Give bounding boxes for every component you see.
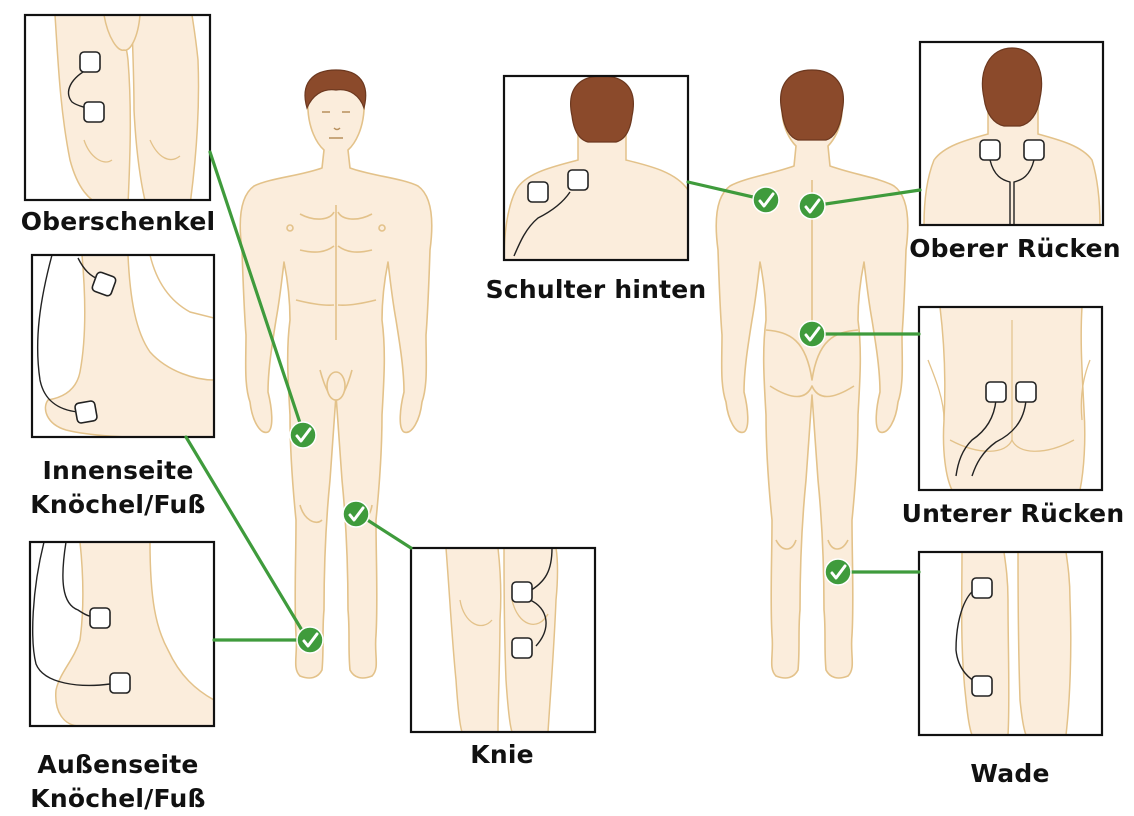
electrode-pad-icon — [1024, 140, 1044, 160]
label-knie: Knie — [402, 738, 602, 772]
checkmark-icon — [290, 422, 316, 448]
label-oberer-ruecken: Oberer Rücken — [900, 232, 1130, 266]
checkmark-icon — [799, 321, 825, 347]
inset-unterer-ruecken — [919, 307, 1102, 490]
label-aussenseite-line1: Außenseite — [8, 748, 228, 782]
label-aussenseite-line2: Knöchel/Fuß — [8, 782, 228, 816]
electrode-pad-icon — [1016, 382, 1036, 402]
label-oberschenkel: Oberschenkel — [8, 205, 228, 239]
label-aussenseite-knoechel: Außenseite Knöchel/Fuß — [8, 748, 228, 816]
electrode-pad-icon — [110, 673, 130, 693]
inset-aussenseite-knoechel — [30, 542, 214, 726]
label-knie-text: Knie — [402, 738, 602, 772]
electrode-pad-icon — [512, 638, 532, 658]
checkmark-icon — [297, 627, 323, 653]
electrode-pad-icon — [528, 182, 548, 202]
electrode-pad-icon — [980, 140, 1000, 160]
checkmark-icon — [343, 501, 369, 527]
inset-knie — [411, 548, 595, 732]
label-oberer-ruecken-text: Oberer Rücken — [900, 232, 1130, 266]
inset-oberschenkel — [25, 15, 210, 205]
electrode-pad-icon — [972, 578, 992, 598]
electrode-pad-icon — [512, 582, 532, 602]
inset-wade — [919, 552, 1102, 735]
label-oberschenkel-text: Oberschenkel — [8, 205, 228, 239]
label-unterer-ruecken-text: Unterer Rücken — [896, 497, 1130, 531]
label-schulter-hinten: Schulter hinten — [476, 273, 716, 307]
inset-innenseite-knoechel — [32, 255, 214, 437]
electrode-pad-icon — [74, 400, 97, 423]
label-innenseite-knoechel: Innenseite Knöchel/Fuß — [8, 454, 228, 522]
electrode-pad-icon — [84, 102, 104, 122]
label-unterer-ruecken: Unterer Rücken — [896, 497, 1130, 531]
back-head-hair — [781, 70, 844, 140]
electrode-pad-icon — [90, 608, 110, 628]
label-wade-text: Wade — [910, 757, 1110, 791]
inset-schulter-hinten — [504, 76, 688, 262]
electrode-pad-icon — [568, 170, 588, 190]
electrode-pad-icon — [972, 676, 992, 696]
front-body-figure — [240, 74, 432, 678]
checkmark-icon — [799, 193, 825, 219]
label-wade: Wade — [910, 757, 1110, 791]
inset-oberer-ruecken — [920, 42, 1103, 225]
checkmark-icon — [825, 559, 851, 585]
label-innenseite-line1: Innenseite — [8, 454, 228, 488]
electrode-pad-icon — [986, 382, 1006, 402]
checkmark-icon — [753, 187, 779, 213]
electrode-pad-icon — [80, 52, 100, 72]
back-body-outline — [716, 72, 908, 678]
back-body-figure — [716, 72, 908, 678]
label-schulter-hinten-text: Schulter hinten — [476, 273, 716, 307]
label-innenseite-line2: Knöchel/Fuß — [8, 488, 228, 522]
